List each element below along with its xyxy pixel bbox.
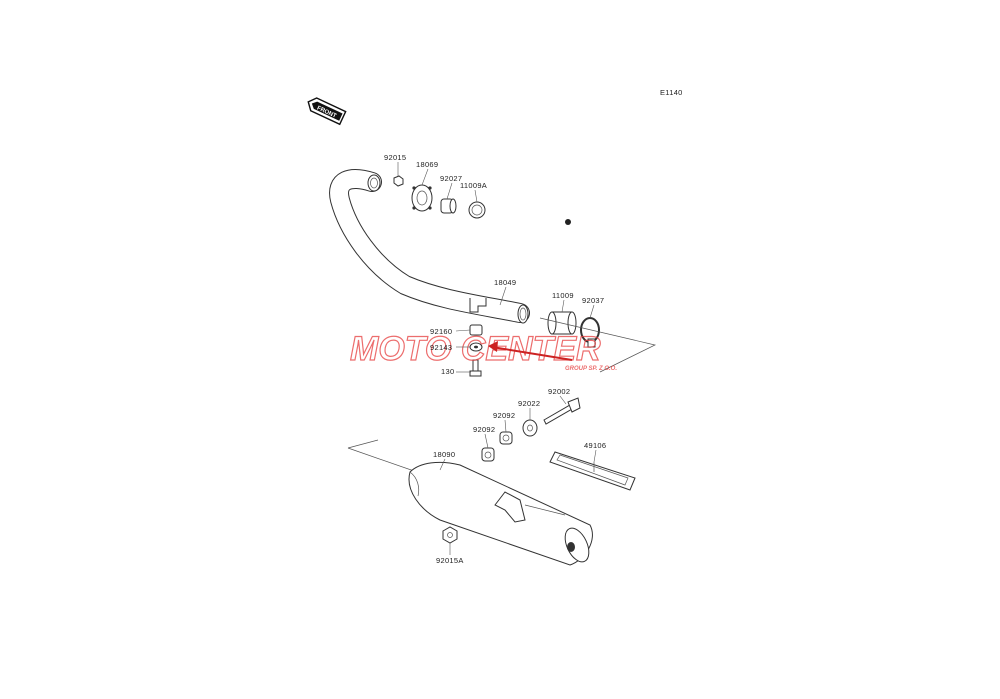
bolt-92002	[543, 397, 581, 425]
label-92160: 92160	[430, 327, 452, 336]
nut-92015a	[442, 526, 458, 544]
label-92092-upper: 92092	[493, 411, 515, 420]
watermark: MOTO CENTER GROUP SP. Z O.O.	[349, 329, 617, 372]
label-92015: 92015	[384, 153, 406, 162]
marker-dot	[565, 219, 571, 225]
gasket-11009a	[468, 201, 486, 219]
nut-92015	[393, 175, 404, 187]
label-11009a: 11009A	[460, 181, 487, 190]
watermark-main: MOTO CENTER	[350, 330, 601, 368]
gasket-11009	[547, 311, 577, 335]
bolt-130	[469, 359, 482, 377]
flange-18069	[411, 184, 433, 212]
damper-92092-lower	[481, 447, 495, 462]
label-18069: 18069	[416, 160, 438, 169]
red-arrow	[488, 341, 573, 361]
label-18090: 18090	[433, 450, 455, 459]
label-92022: 92022	[518, 399, 540, 408]
leader-lines	[397, 162, 597, 555]
front-badge: FRONT	[307, 97, 347, 126]
label-11009: 11009	[552, 291, 574, 300]
header-pipe-18049	[329, 169, 530, 324]
washer-92022	[522, 419, 538, 437]
label-18049: 18049	[494, 278, 516, 287]
collar-92027	[440, 198, 457, 214]
watermark-sub: GROUP SP. Z O.O.	[565, 366, 617, 372]
label-92143: 92143	[430, 343, 452, 352]
label-130: 130	[441, 367, 454, 376]
label-92037: 92037	[582, 296, 604, 305]
muffler-18090	[408, 461, 593, 566]
damper-92092-upper	[499, 431, 513, 445]
label-92015a: 92015A	[436, 556, 464, 565]
diagram-code: E1140	[660, 88, 683, 97]
heat-shield-49106	[549, 451, 636, 491]
label-92027: 92027	[440, 174, 462, 183]
label-49106: 49106	[584, 441, 606, 450]
part-labels: 92015 18069 92027 11009A 18049 11009 920…	[384, 153, 606, 565]
guide-line-outlet	[539, 317, 657, 373]
label-92092-lower: 92092	[473, 425, 495, 434]
label-92002: 92002	[548, 387, 570, 396]
